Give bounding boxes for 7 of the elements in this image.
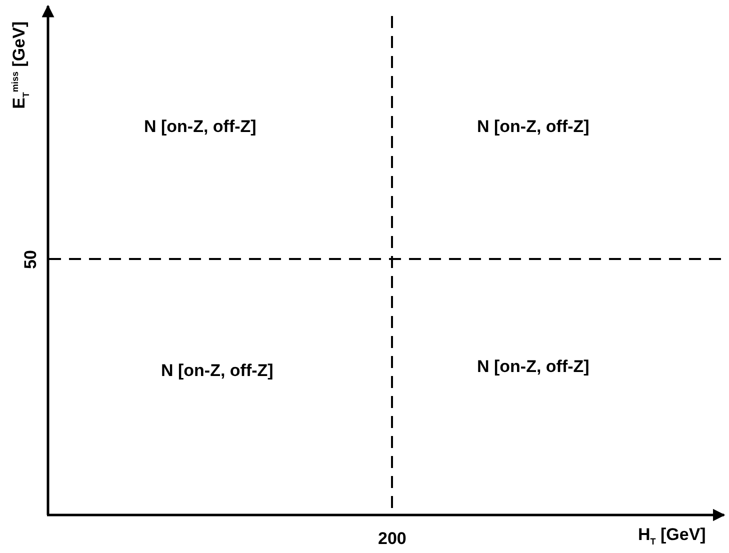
region-label: N [on-Z, off-Z] [477,118,590,134]
axis-title: H$_{T}$ [GeV] [638,526,706,546]
region-label: N [on-Z, off-Z] [144,118,256,134]
region-label: N [on-Z, off-Z] [477,358,590,374]
region-label: N [on-Z, off-Z] [161,362,274,378]
tick-label: 200 [378,530,406,546]
tick-label: 50 [21,250,38,268]
